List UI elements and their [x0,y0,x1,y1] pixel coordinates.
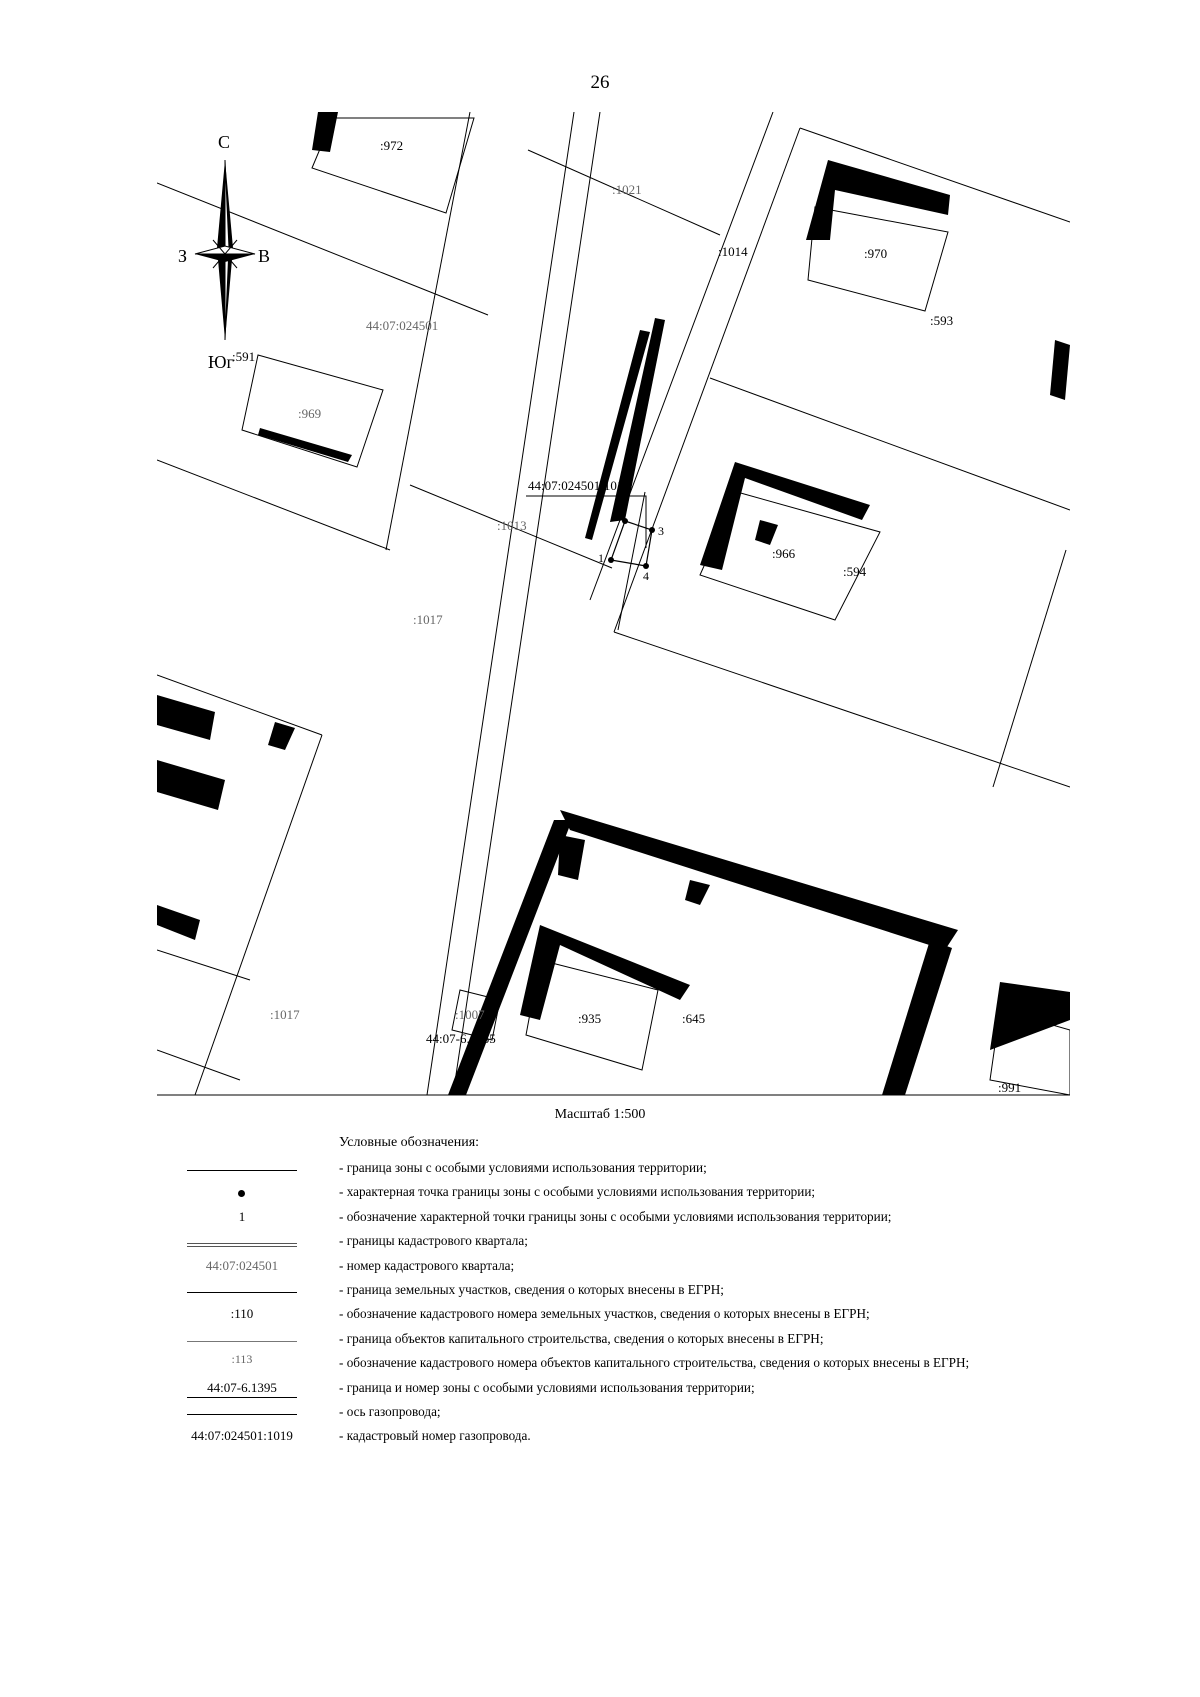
map-labels: 44:07:024501 44:07:024501:1019 44:07-6.1… [232,138,1021,1095]
legend-item: - граница земельных участков, сведения о… [157,1280,1087,1304]
legend-text: - обозначение кадастрового номера земель… [339,1306,870,1322]
legend-title: Условные обозначения: [339,1135,480,1150]
label-zone: 44:07-6.1355 [426,1031,496,1046]
legend-symbol-quarter-boundary [172,1231,312,1255]
legend-symbol-zone-number: 44:07-6.1395 [172,1378,312,1402]
legend-item: 44:07:024501 - номер кадастрового кварта… [157,1256,1087,1280]
label-parcel: :972 [380,138,403,153]
label-parcel: :969 [298,406,321,421]
legend-text: - обозначение кадастрового номера объект… [339,1355,970,1371]
legend-item: 44:07:024501:1019 - кадастровый номер га… [157,1426,1087,1450]
legend-text: - кадастровый номер газопровода. [339,1428,531,1444]
map-content: С Юг З В 44:07:024501 44:07:024501:1019 … [157,112,1070,1095]
legend-item: 44:07-6.1395 - граница и номер зоны с ос… [157,1378,1087,1402]
compass-east: В [258,246,270,266]
label-point-1: 1 [598,551,604,565]
gas-pipeline-axis [526,491,647,631]
label-parcel: :645 [682,1011,705,1026]
legend: - граница зоны с особыми условиями испол… [157,1158,1087,1451]
legend-item: - граница зоны с особыми условиями испол… [157,1158,1087,1182]
label-parcel: :970 [864,246,887,261]
legend-item: - характерная точка границы зоны с особы… [157,1182,1087,1206]
compass-south: Юг [208,352,234,372]
legend-symbol-gas-number: 44:07:024501:1019 [191,1428,293,1444]
legend-symbol-quarter-number: 44:07:024501 [205,1257,279,1273]
label-parcel: :1017 [270,1007,300,1022]
legend-text: - ось газопровода; [339,1403,441,1419]
legend-symbol-building-boundary [172,1329,312,1353]
label-quarter: 44:07:024501 [366,318,438,333]
legend-symbol-building-number: :113 [231,1352,253,1367]
label-parcel: :1013 [497,518,527,533]
legend-symbol-gas-axis [172,1402,312,1426]
legend-item: 1 - обозначение характерной точки границ… [157,1207,1087,1231]
label-parcel: :591 [232,349,255,364]
label-parcel: :1014 [718,244,748,259]
legend-text: - номер кадастрового квартала; [339,1257,515,1273]
legend-text: - граница зоны с особыми условиями испол… [339,1160,707,1175]
legend-text: - границы кадастрового квартала; [339,1233,528,1249]
legend-item: - границы кадастрового квартала; [157,1231,1087,1255]
legend-text: - граница и номер зоны с особыми условия… [339,1379,755,1395]
legend-symbol-zone-boundary [172,1158,312,1182]
legend-symbol-point-number: 1 [238,1208,246,1224]
legend-text: - обозначение характерной точки границы … [339,1208,892,1224]
label-parcel: :1017 [413,612,443,627]
label-parcel: :1021 [612,182,642,197]
label-parcel: :935 [578,1011,601,1026]
legend-symbol-point [172,1182,312,1206]
label-point-4: 4 [643,569,649,583]
legend-item: :113 - обозначение кадастрового номера о… [157,1353,1087,1377]
label-parcel: :594 [843,564,867,579]
legend-symbol-parcel-number: :110 [230,1306,254,1322]
compass-north: С [218,132,230,152]
label-gas-pipeline: 44:07:024501:1019 [528,478,630,493]
compass: С Юг З В [178,132,270,372]
page-number: 26 [590,72,610,93]
label-point-2: 2 [614,507,620,521]
compass-west: З [178,246,187,266]
building-footprints [157,112,1070,1095]
legend-text: - граница объектов капитального строител… [339,1330,824,1346]
label-parcel: :966 [772,546,796,561]
legend-item: :110 - обозначение кадастрового номера з… [157,1304,1087,1328]
label-parcel: :1007 [455,1007,485,1022]
legend-item: - ось газопровода; [157,1402,1087,1426]
legend-item: - граница объектов капитального строител… [157,1329,1087,1353]
map-scale: Масштаб 1:500 [554,1107,646,1122]
legend-text: - характерная точка границы зоны с особы… [339,1184,816,1200]
label-parcel: :991 [998,1080,1021,1095]
label-parcel: :593 [930,313,953,328]
label-point-3: 3 [658,524,664,538]
legend-text: - граница земельных участков, сведения о… [339,1281,724,1297]
legend-symbol-parcel-boundary [172,1280,312,1304]
